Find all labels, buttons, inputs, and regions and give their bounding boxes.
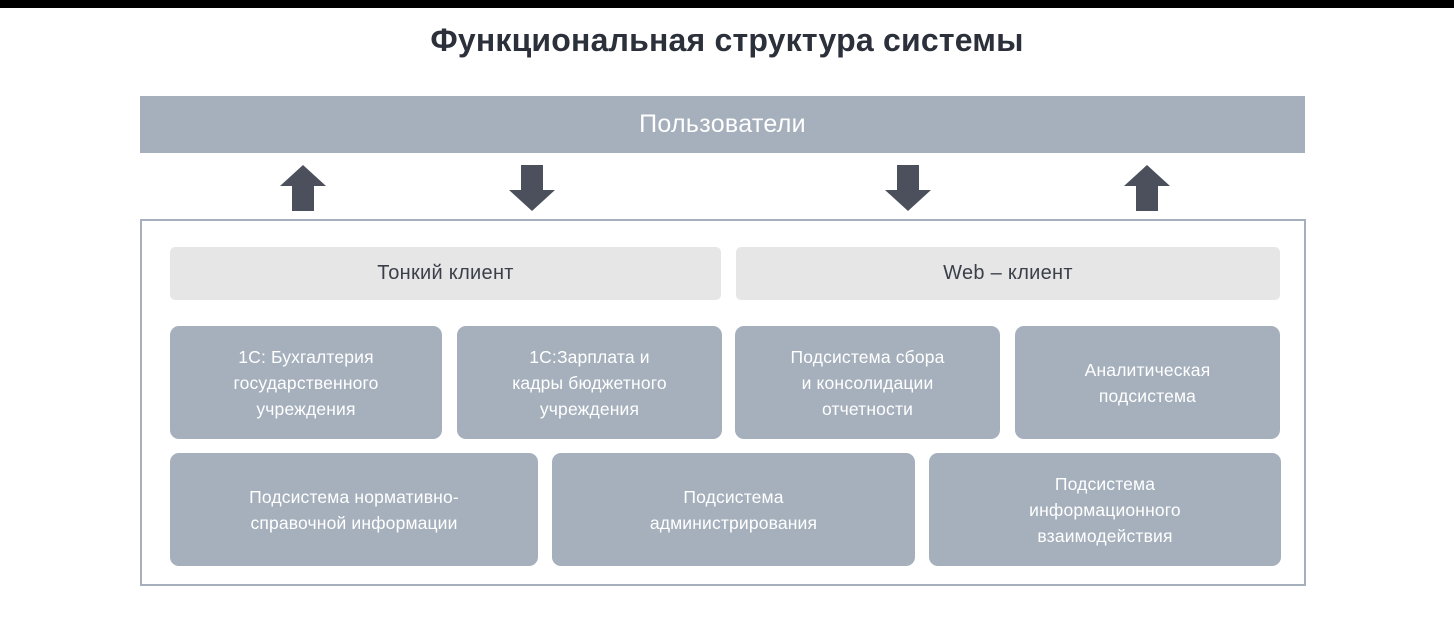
subsystem-label: Подсистема сбора и консолидации отчетнос… bbox=[790, 346, 945, 419]
client-box-2[interactable]: Web – клиент bbox=[736, 247, 1280, 300]
subsystem-label: Подсистема информационного взаимодействи… bbox=[1029, 473, 1181, 546]
subsystem-box-row2-1[interactable]: Подсистема нормативно- справочной информ… bbox=[170, 453, 538, 566]
subsystem-box-row1-3[interactable]: Подсистема сбора и консолидации отчетнос… bbox=[735, 326, 1000, 439]
subsystem-label: Подсистема администрирования bbox=[649, 486, 818, 533]
subsystem-box-row1-2[interactable]: 1С:Зарплата и кадры бюджетного учреждени… bbox=[457, 326, 722, 439]
subsystem-box-row2-3[interactable]: Подсистема информационного взаимодействи… bbox=[929, 453, 1281, 566]
arrow-up-2-icon bbox=[1121, 163, 1173, 213]
subsystem-box-row1-4[interactable]: Аналитическая подсистема bbox=[1015, 326, 1280, 439]
subsystem-label: Аналитическая подсистема bbox=[1084, 359, 1211, 406]
users-layer-label: Пользователи bbox=[639, 110, 806, 138]
client-box-label: Web – клиент bbox=[943, 262, 1073, 284]
page-title: Функциональная структура системы bbox=[430, 22, 1024, 58]
subsystem-label: 1С:Зарплата и кадры бюджетного учреждени… bbox=[512, 346, 667, 419]
top-black-band bbox=[0, 0, 1454, 8]
arrow-up-1-icon bbox=[277, 163, 329, 213]
subsystem-label: 1С: Бухгалтерия государственного учрежде… bbox=[233, 346, 379, 419]
arrow-down-1-icon bbox=[506, 163, 558, 213]
subsystem-box-row1-1[interactable]: 1С: Бухгалтерия государственного учрежде… bbox=[170, 326, 442, 439]
subsystem-label: Подсистема нормативно- справочной информ… bbox=[249, 486, 459, 533]
client-box-label: Тонкий клиент bbox=[377, 262, 514, 284]
subsystem-box-row2-2[interactable]: Подсистема администрирования bbox=[552, 453, 915, 566]
arrow-down-2-icon bbox=[882, 163, 934, 213]
users-layer-bar: Пользователи bbox=[140, 96, 1305, 153]
client-box-1[interactable]: Тонкий клиент bbox=[170, 247, 721, 300]
